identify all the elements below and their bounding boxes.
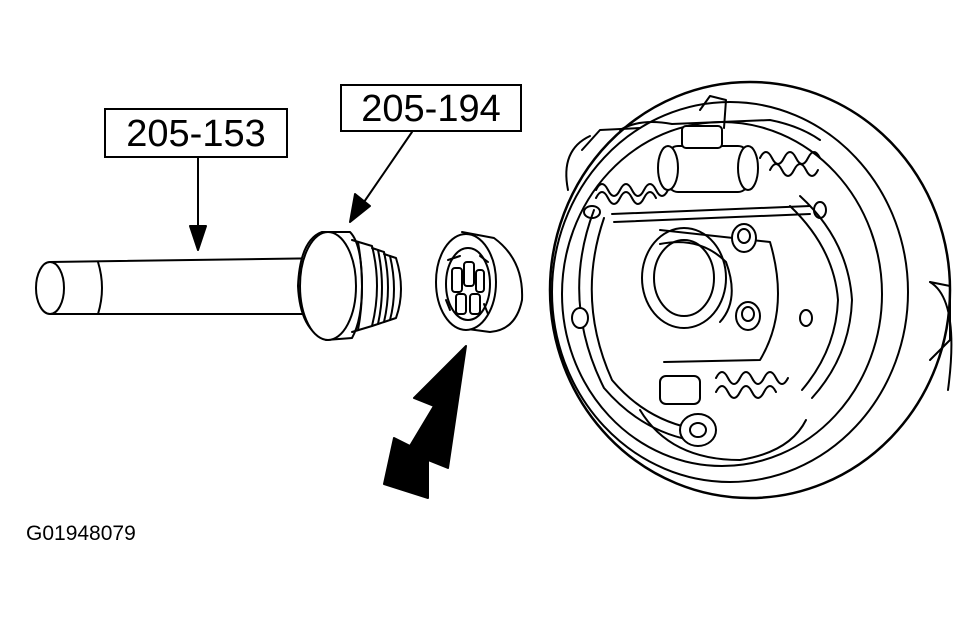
leader-arrow-205-194 xyxy=(349,131,413,223)
tool-callout-205-194: 205-194 xyxy=(340,84,522,132)
brake-backing-plate xyxy=(548,80,953,500)
bearing-pointer-arrow xyxy=(383,345,467,499)
needle-bearing xyxy=(435,231,524,333)
leader-arrow-205-153 xyxy=(189,157,207,251)
lower-return-spring xyxy=(639,371,807,461)
installer-shaft xyxy=(35,249,349,323)
tool-callout-205-153: 205-153 xyxy=(104,108,288,158)
wheel-cylinder xyxy=(619,95,821,193)
figure-id-label: G01948079 xyxy=(26,522,136,545)
upper-return-springs xyxy=(583,151,827,219)
installer-cup xyxy=(297,231,402,341)
bolt-heads xyxy=(571,223,813,331)
adjuster-strut xyxy=(611,205,811,223)
